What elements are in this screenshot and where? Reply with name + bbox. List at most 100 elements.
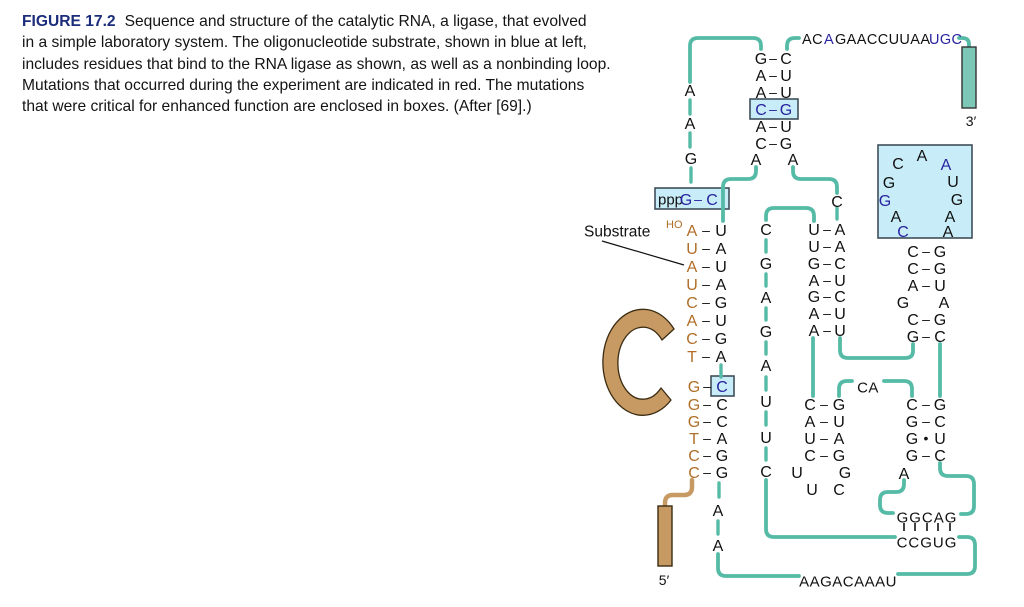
top-sequence-run: A [824, 32, 834, 48]
top-stem-mutation-box [749, 98, 799, 120]
backbone-path [785, 36, 801, 51]
nucleotide: G [934, 312, 946, 329]
nucleotide: A [809, 273, 820, 290]
backbone-path [764, 206, 816, 223]
nucleotide: – [823, 255, 831, 271]
caption-text: Sequence and structure of the catalytic … [124, 13, 587, 30]
nucleotide: U [934, 431, 946, 448]
nucleotide: U [760, 430, 772, 447]
nucleotide: G [755, 51, 767, 68]
nucleotide: A [761, 358, 772, 375]
nucleotide: C [686, 295, 698, 312]
nucleotide: G [716, 465, 728, 482]
nucleotide: – [769, 118, 777, 134]
nucleotide: A [717, 431, 728, 448]
nucleotide: G [907, 329, 919, 346]
nucleotide: – [922, 413, 930, 429]
nucleotide: C [834, 256, 846, 273]
nucleotide: – [769, 50, 777, 66]
nucleotide: U [780, 85, 792, 102]
nucleotide: C [780, 51, 792, 68]
nucleotide: G [833, 448, 845, 465]
nucleotide: – [922, 447, 930, 463]
substrate-label: Substrate [584, 224, 650, 241]
nucleotide: U [715, 223, 727, 240]
ppp-mutation-box [654, 187, 730, 210]
backbone-path [896, 535, 977, 576]
nucleotide: G [716, 448, 728, 465]
nonbinding-loop [602, 308, 675, 416]
nucleotide: C [907, 312, 919, 329]
nucleotide: A [891, 209, 902, 226]
nucleotide: – [820, 447, 828, 463]
nucleotide: – [702, 348, 710, 364]
nucleotide: – [769, 135, 777, 151]
ccgug-sequence: CCGUG [897, 534, 958, 551]
nucleotide: G [906, 431, 918, 448]
nucleotide: – [823, 238, 831, 254]
nucleotide: – [694, 191, 702, 207]
nonpairing-loop-box [877, 144, 973, 239]
nucleotide: – [703, 378, 711, 394]
nucleotide: U [686, 277, 698, 294]
nucleotide: U [806, 482, 818, 499]
nucleotide: A [716, 241, 727, 258]
nucleotide: A [943, 224, 954, 241]
nucleotide: G [760, 324, 772, 341]
nucleotide: G [934, 244, 946, 261]
caption-line: in a simple laboratory system. The oligo… [22, 34, 587, 52]
nucleotide: – [823, 288, 831, 304]
nucleotide: U [947, 174, 959, 191]
nucleotide: G [934, 397, 946, 414]
nucleotide: A [756, 119, 767, 136]
nucleotide: C [686, 331, 698, 348]
nucleotide: C [688, 465, 700, 482]
nucleotide: G [688, 379, 700, 396]
nucleotide: – [820, 430, 828, 446]
backbone-path [764, 478, 897, 539]
nucleotide: A [685, 83, 696, 100]
nucleotide: A [687, 223, 698, 240]
nucleotide: G [839, 465, 851, 482]
nucleotide: – [703, 396, 711, 412]
nucleotide: U [686, 241, 698, 258]
nucleotide: A [908, 278, 919, 295]
nucleotide: A [685, 116, 696, 133]
nucleotide: U [780, 68, 792, 85]
backbone-path [838, 336, 915, 360]
nucleotide: U [934, 278, 946, 295]
nucleotide: C [706, 192, 718, 209]
nucleotide: A [756, 68, 767, 85]
nucleotide: G [760, 256, 772, 273]
nucleotide: C [906, 397, 918, 414]
nucleotide: C [907, 244, 919, 261]
nucleotide: A [941, 157, 952, 174]
nucleotide: A [945, 209, 956, 226]
nucleotide: C [760, 222, 772, 239]
nucleotide: • [924, 430, 929, 446]
nucleotide: U [808, 222, 820, 239]
nucleotide: A [756, 85, 767, 102]
nucleotide: – [702, 330, 710, 346]
nucleotide: T [687, 349, 697, 366]
nucleotide: A [713, 538, 724, 555]
nucleotide: C [760, 464, 772, 481]
nucleotide: G [808, 256, 820, 273]
nucleotide: – [823, 272, 831, 288]
nucleotide: A [751, 152, 762, 169]
nucleotide: A [805, 414, 816, 431]
nucleotide: A [899, 466, 910, 483]
nucleotide: – [703, 464, 711, 480]
top-sequence-run: UGC [929, 32, 962, 48]
nucleotide: – [820, 413, 828, 429]
backbone-path [957, 36, 971, 49]
nucleotide: C [716, 379, 728, 396]
nucleotide: G [688, 414, 700, 431]
top-sequence-run: AC [802, 32, 823, 48]
nucleotide: C [831, 194, 843, 211]
nucleotide: – [703, 430, 711, 446]
nucleotide: – [769, 101, 777, 117]
caption-line: Mutations that occurred during the exper… [22, 76, 585, 94]
